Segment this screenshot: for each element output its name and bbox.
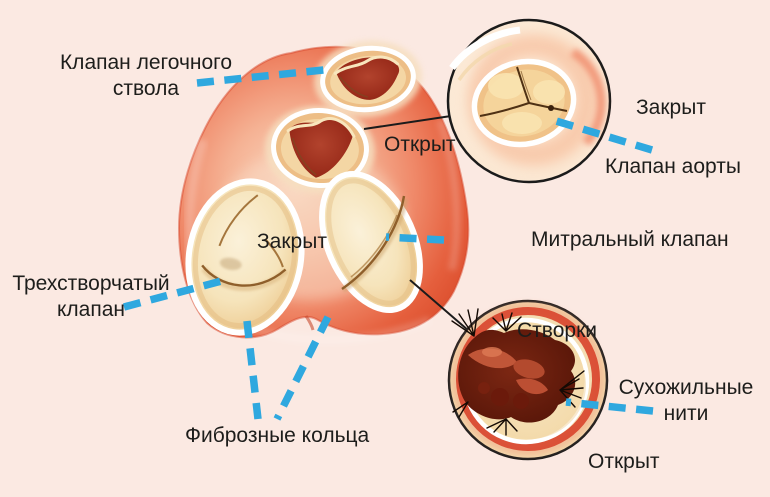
leader-tricuspid-valve xyxy=(123,275,230,311)
heart-cross-section xyxy=(177,40,470,344)
label-cusps: Створки xyxy=(517,319,597,342)
label-tricuspid-valve: Трехстворчатый клапан xyxy=(12,272,170,321)
label-closed-state-inset: Закрыт xyxy=(636,96,706,119)
mitral-valve-closed xyxy=(319,170,423,314)
leader-chordae xyxy=(565,398,654,415)
label-aortic-valve: Клапан аорты xyxy=(605,155,741,178)
leader-pulmonary-valve xyxy=(196,65,334,87)
inset-av-valve-open xyxy=(447,299,609,461)
texture-streak xyxy=(436,118,461,271)
label-chordae: Сухожильные нити xyxy=(618,376,754,425)
leader-fibrous-ring-left xyxy=(243,320,262,420)
leader-fibrous-ring-right xyxy=(273,315,332,421)
leader-aortic-valve xyxy=(554,117,654,154)
tricuspid-valve-closed xyxy=(185,178,305,336)
valve-nodule xyxy=(548,105,554,111)
connector-av-inset xyxy=(409,279,470,332)
bottom-notch xyxy=(304,315,315,331)
label-open-state-main: Открыт xyxy=(384,133,456,156)
label-pulmonary-valve: Клапан легочного ствола xyxy=(59,51,233,100)
pulmonary-valve-open xyxy=(314,40,422,118)
label-closed-state-main: Закрыт xyxy=(257,230,327,253)
leader-mitral-valve xyxy=(385,233,445,244)
label-mitral-valve: Митральный клапан xyxy=(531,228,729,251)
label-fibrous-rings: Фиброзные кольца xyxy=(185,424,370,447)
inset-aortic-valve-closed xyxy=(446,18,612,184)
label-open-state-inset: Открыт xyxy=(588,450,660,473)
chordae-tendineae xyxy=(451,308,585,436)
connector-aortic-inset xyxy=(363,115,452,130)
